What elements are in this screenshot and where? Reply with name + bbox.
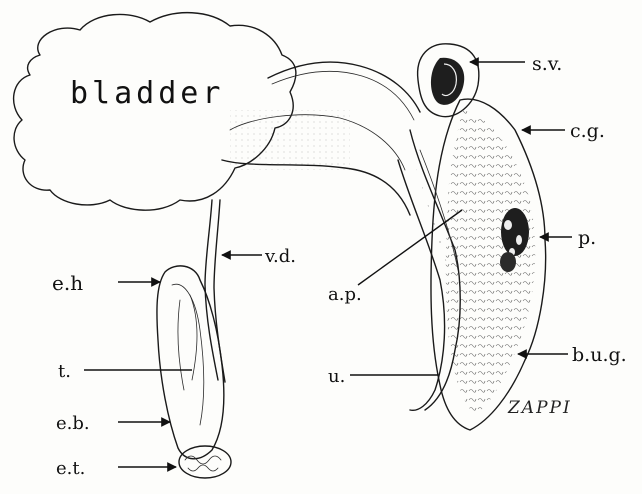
svg-text:c.g.: c.g. [570,120,605,142]
label-u: u. [328,366,438,387]
label-cg: c.g. [522,120,605,142]
svg-text:v.d.: v.d. [264,246,296,267]
label-p: p. [540,227,596,249]
label-sv: s.v. [470,53,562,75]
bladder-label: bladder [70,76,224,111]
svg-text:s.v.: s.v. [532,53,562,75]
label-eb: e.b. [56,413,170,434]
svg-text:u.: u. [328,366,345,387]
label-bug: b.u.g. [518,344,627,366]
label-t: t. [58,361,192,382]
svg-text:t.: t. [58,361,71,382]
artist-signature: ZAPPI [507,398,572,418]
label-et: e.t. [56,458,176,479]
svg-text:a.p.: a.p. [328,284,362,305]
bladder-neck [268,62,420,112]
svg-text:e.h: e.h [52,271,83,295]
vas-deferens [205,200,218,380]
label-vd: v.d. [222,246,296,267]
svg-text:b.u.g.: b.u.g. [572,344,627,366]
epididymis-tail [179,446,231,478]
svg-text:e.t.: e.t. [56,458,85,479]
label-eh: e.h [52,271,160,295]
svg-text:e.b.: e.b. [56,413,90,434]
svg-text:p.: p. [578,227,596,249]
